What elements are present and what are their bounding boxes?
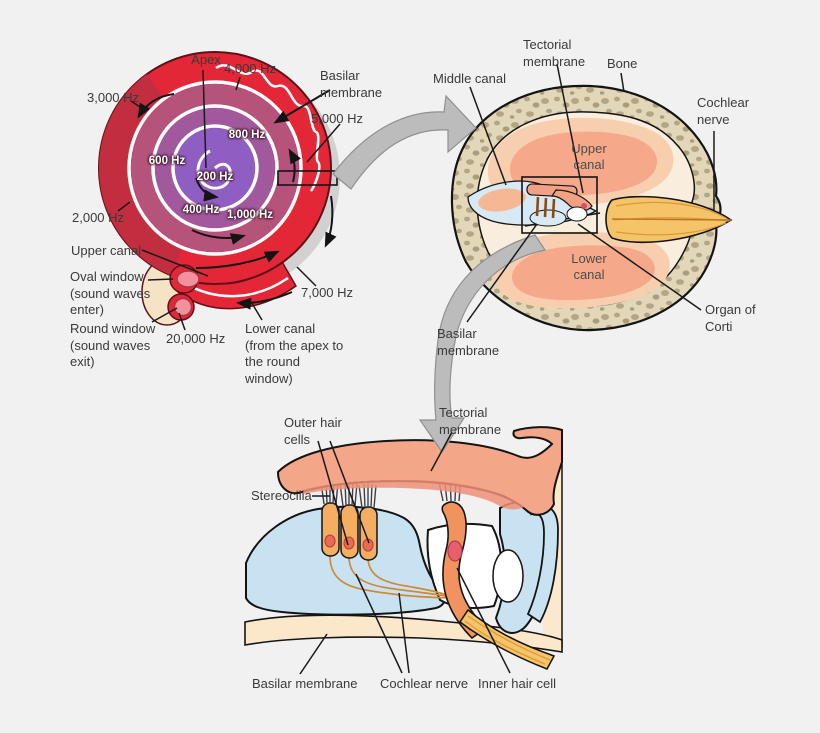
leader-tectorial-cs: [556, 63, 584, 194]
leader-2000: [117, 201, 131, 212]
label-middle-canal: Middle canal: [433, 71, 506, 86]
label-round-window: Round window (sound waves exit): [70, 321, 156, 370]
leader-basilar-detail: [299, 633, 328, 675]
label-cochlear-nerve-detail: Cochlear nerve: [380, 676, 469, 691]
sound-wave-arrows: [137, 93, 337, 310]
spiral-center-curl: [196, 149, 232, 190]
label-basilar-membrane-detail: Basilar membrane: [252, 676, 358, 691]
supporting-cells-right: [526, 505, 559, 624]
leader-cochlear-detail-2: [398, 592, 410, 674]
cross-section-zoom-box: [521, 176, 598, 234]
tectorial-membrane-shade: [302, 479, 524, 510]
label-oval-window: Oval window (sound waves enter): [70, 269, 151, 318]
label-1000hz: 1,000 Hz: [226, 209, 274, 221]
spiral-gap-2: [151, 104, 279, 232]
label-outer-hair-cells: Outer hair cells: [284, 415, 342, 447]
nerve-midline: [611, 218, 732, 221]
leader-lower-canal-left: [249, 299, 263, 321]
leader-basilar-left: [273, 89, 331, 124]
label-lower-canal-cs: Lower canal: [571, 251, 607, 282]
arrow-spiral-to-crosssection: [332, 94, 477, 190]
label-apex: Apex: [191, 52, 221, 67]
label-basilar-membrane-cs: Basilar membrane: [437, 326, 500, 358]
support-cell-gap: [492, 549, 524, 603]
label-2000hz: 2,000 Hz: [72, 210, 125, 225]
label-200hz: 200 Hz: [196, 171, 234, 183]
leader-outer-hair-2: [329, 440, 370, 544]
label-stereocilia: Stereocilia: [251, 488, 312, 503]
label-lower-canal-spiral: Lower canal (from the apex to the round …: [245, 321, 344, 386]
label-basilar-membrane-spiral: Basilar membrane: [320, 68, 383, 100]
leader-20000: [178, 312, 186, 331]
lower-canal-inner: [511, 245, 655, 301]
leader-basilar-cs: [466, 223, 538, 323]
label-3000hz: 3,000 Hz: [87, 90, 140, 105]
leader-middle-canal: [469, 86, 507, 186]
round-window: [173, 297, 193, 317]
label-400hz: 400 Hz: [182, 204, 220, 216]
label-upper-canal-spiral: Upper canal: [71, 243, 142, 258]
label-20000hz: 20,000 Hz: [166, 331, 226, 346]
leader-inner-hair: [456, 567, 511, 674]
leader-organ-of-corti: [577, 223, 702, 311]
label-4000hz: 4,000 Hz: [224, 61, 277, 76]
spiral-gap-1: [127, 80, 303, 256]
cross-section-panel: [450, 84, 733, 332]
oval-window: [176, 270, 200, 288]
label-tectorial-membrane-cs: Tectorial membrane: [523, 37, 586, 69]
leader-oval-window: [147, 278, 174, 281]
tail-separation-line: [185, 276, 289, 298]
leader-outer-hair-1: [317, 440, 349, 546]
label-800hz: 800 Hz: [228, 129, 266, 141]
label-5000hz: 5,000 Hz: [311, 111, 364, 126]
spiral-panel: [98, 51, 340, 326]
label-bone: Bone: [607, 56, 638, 71]
leader-upper-canal-left: [141, 249, 209, 277]
leader-lines: [117, 63, 715, 675]
leader-7000: [296, 266, 317, 287]
leader-cochlear-detail-1: [355, 573, 403, 674]
outer-hair-cells: [321, 502, 378, 561]
leader-4000: [235, 76, 241, 91]
label-upper-canal-cs: Upper canal: [571, 141, 607, 172]
connector-arrows: [332, 94, 546, 454]
leader-3000: [130, 100, 147, 112]
nerve-bundle-fibers: [464, 615, 551, 665]
organ-detail-panel: [244, 426, 563, 670]
upper-canal-inner: [509, 131, 658, 196]
leader-5000: [306, 123, 341, 163]
spiral-outer-shade: [98, 52, 331, 284]
label-cochlear-nerve-cs: Cochlear nerve: [697, 95, 750, 127]
label-inner-hair-cell: Inner hair cell: [478, 676, 557, 691]
leader-bone: [620, 72, 625, 93]
middle-canal-inner: [478, 188, 526, 212]
spiral-gap-3: [171, 124, 259, 212]
organ-of-corti-mini: [524, 183, 601, 227]
leader-apex: [202, 69, 207, 169]
label-organ-of-corti: Organ of Corti: [705, 302, 756, 334]
label-600hz: 600 Hz: [148, 155, 186, 167]
arrow-crosssection-to-detail: [418, 234, 546, 454]
label-tectorial-membrane-detail: Tectorial membrane: [439, 405, 502, 437]
leader-round-window: [151, 307, 178, 323]
label-7000hz: 7,000 Hz: [301, 285, 354, 300]
leader-tectorial-detail: [430, 431, 453, 472]
